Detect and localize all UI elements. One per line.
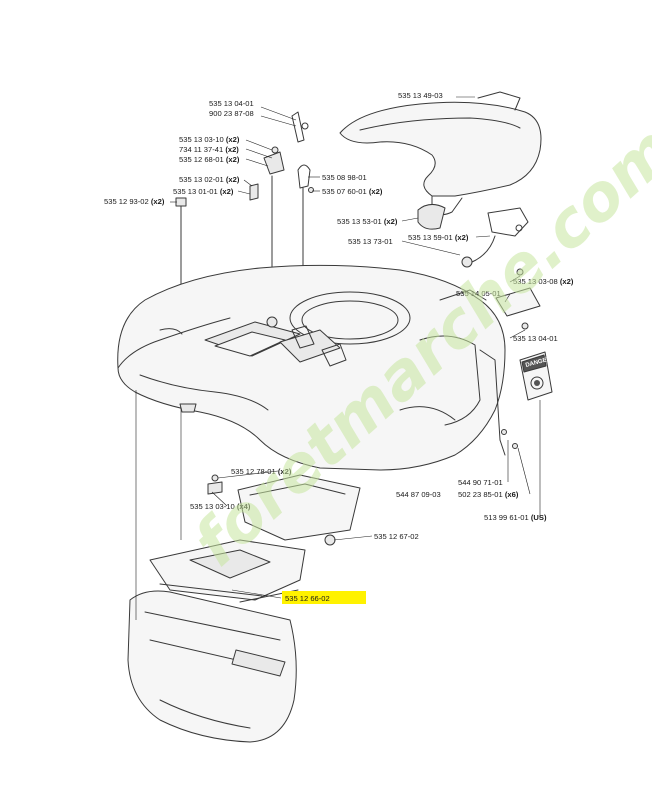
part-label-p10[interactable]: 535 13 01-01 (x2) (173, 187, 234, 196)
main-body-shell (117, 264, 518, 471)
bracket-assembly (417, 204, 541, 330)
part-label-p18[interactable]: 535 12 78-01 (x2) (231, 467, 292, 476)
part-label-p24[interactable]: 535 12 67-02 (374, 532, 419, 541)
front-bumper-parts (149, 474, 361, 603)
part-labels: 535 13 49-03 535 13 04-01 900 23 87-08 5… (104, 91, 574, 603)
part-label-p7[interactable]: 535 08 98-01 (322, 173, 367, 182)
highlighted-part-marker (282, 591, 366, 604)
part-label-p6[interactable]: 535 12 68-01 (x2) (179, 155, 240, 164)
part-label-p5[interactable]: 734 11 37-41 (x2) (179, 145, 239, 154)
part-label-p2[interactable]: 535 13 04-01 (209, 99, 254, 108)
part-label-p23[interactable]: 513 99 61-01 (US) (484, 513, 547, 522)
part-label-p14[interactable]: 535 13 73-01 (348, 237, 393, 246)
danger-sign: DANGER (519, 351, 553, 401)
part-label-p20[interactable]: 544 87 09-03 (396, 490, 441, 499)
part-label-p11[interactable]: 535 12 93-02 (x2) (104, 197, 165, 206)
part-label-p22[interactable]: 535 13 03-10 (x4) (190, 502, 251, 511)
part-label-p3[interactable]: 900 23 87-08 (209, 109, 254, 118)
rear-skirt (127, 590, 297, 743)
part-label-p21[interactable]: 502 23 85-01 (x6) (458, 490, 519, 499)
part-label-p12[interactable]: 535 13 53-01 (x2) (337, 217, 398, 226)
leader-lines (135, 96, 541, 620)
part-label-p16[interactable]: 535 14 05-01 (456, 289, 501, 298)
part-label-p17[interactable]: 535 13 04-01 (513, 334, 558, 343)
part-label-p15[interactable]: 535 13 03-08 (x2) (513, 277, 574, 286)
part-label-p8[interactable]: 535 13 02-01 (x2) (179, 175, 240, 184)
part-label-p9[interactable]: 535 07 60-01 (x2) (322, 187, 383, 196)
top-cover (339, 91, 542, 216)
part-label-p25[interactable]: 535 12 66-02 (285, 594, 330, 603)
part-label-p4[interactable]: 535 13 03-10 (x2) (179, 135, 240, 144)
part-label-p13[interactable]: 535 13 59-01 (x2) (408, 233, 469, 242)
part-label-p1[interactable]: 535 13 49-03 (398, 91, 443, 100)
part-label-p19[interactable]: 544 90 71-01 (458, 478, 503, 487)
